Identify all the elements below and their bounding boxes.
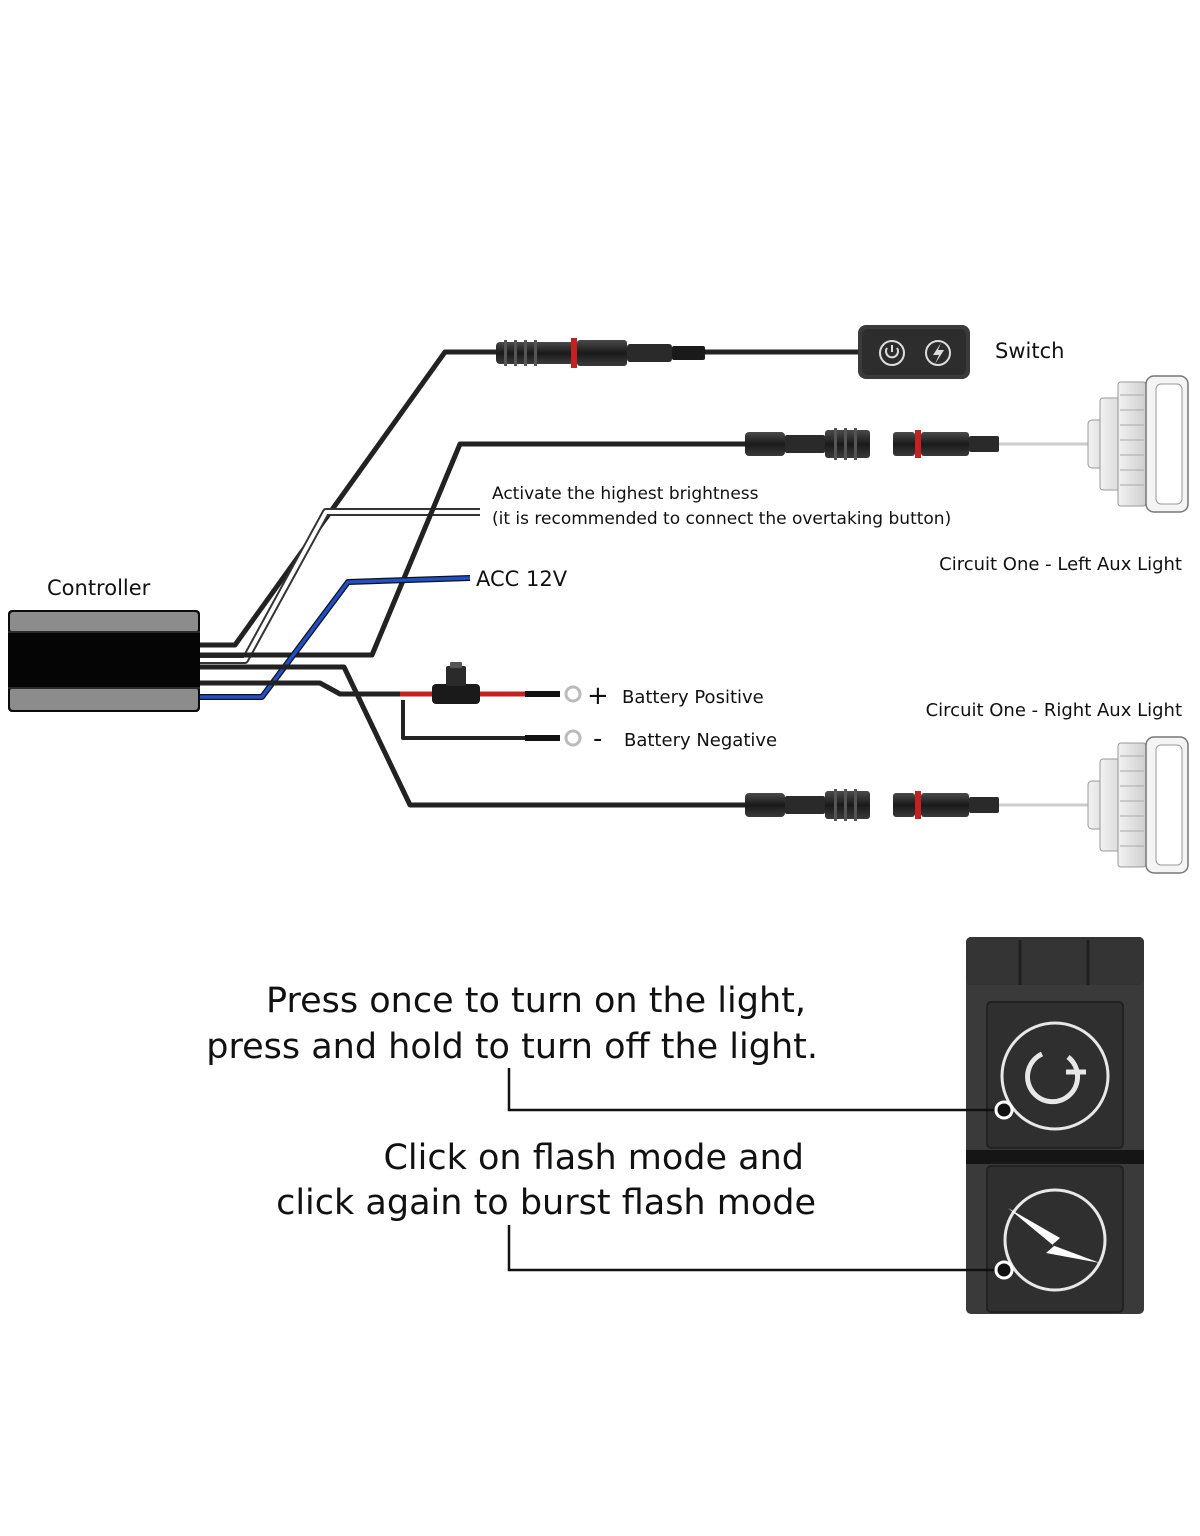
left-aux-light	[1087, 375, 1189, 513]
power-instruction-line1: Press once to turn on the light,	[266, 981, 806, 1021]
left-light-wire	[200, 441, 745, 658]
power-icon[interactable]	[879, 340, 905, 366]
lightning-icon	[1003, 1188, 1107, 1292]
negative-ring-terminal	[564, 729, 582, 747]
right-aux-light	[1087, 736, 1189, 874]
right-light-connector	[745, 789, 1090, 821]
power-leader-line	[507, 1068, 1003, 1112]
battery-negative-wire	[401, 700, 525, 740]
power-icon	[1000, 1021, 1110, 1131]
battery-negative-sign: -	[593, 724, 602, 754]
power-button[interactable]	[986, 1001, 1124, 1149]
power-instruction-line2: press and hold to turn off the light.	[206, 1027, 818, 1067]
acc-label: ACC 12V	[476, 567, 568, 591]
controller	[8, 610, 200, 712]
switch-box[interactable]	[858, 325, 970, 379]
flash-button[interactable]	[986, 1165, 1124, 1313]
controller-label: Controller	[47, 576, 151, 600]
activate-label-line2: (it is recommended to connect the overta…	[492, 509, 951, 529]
flash-instruction-line1: Click on flash mode and	[383, 1138, 804, 1178]
battery-negative-label: Battery Negative	[624, 730, 777, 751]
flash-leader-line	[507, 1225, 1003, 1272]
activate-label-line1: Activate the highest brightness	[492, 484, 759, 504]
switch-connector	[496, 338, 705, 368]
lightning-icon[interactable]	[925, 340, 951, 366]
right-light-label: Circuit One - Right Aux Light	[926, 700, 1182, 721]
fuse-holder	[432, 662, 480, 704]
positive-ring-terminal	[564, 685, 582, 703]
battery-positive-label: Battery Positive	[622, 687, 764, 708]
power-leader-dot	[994, 1100, 1014, 1120]
battery-wire	[200, 680, 400, 697]
flash-instruction-line2: click again to burst flash mode	[276, 1183, 816, 1223]
left-light-connector	[745, 428, 1090, 460]
left-light-label: Circuit One - Left Aux Light	[939, 554, 1182, 575]
battery-positive-sign: +	[587, 681, 609, 711]
wires	[200, 349, 860, 808]
switch-label: Switch	[995, 339, 1064, 363]
right-light-wire	[200, 664, 745, 808]
flash-leader-dot	[994, 1260, 1014, 1280]
